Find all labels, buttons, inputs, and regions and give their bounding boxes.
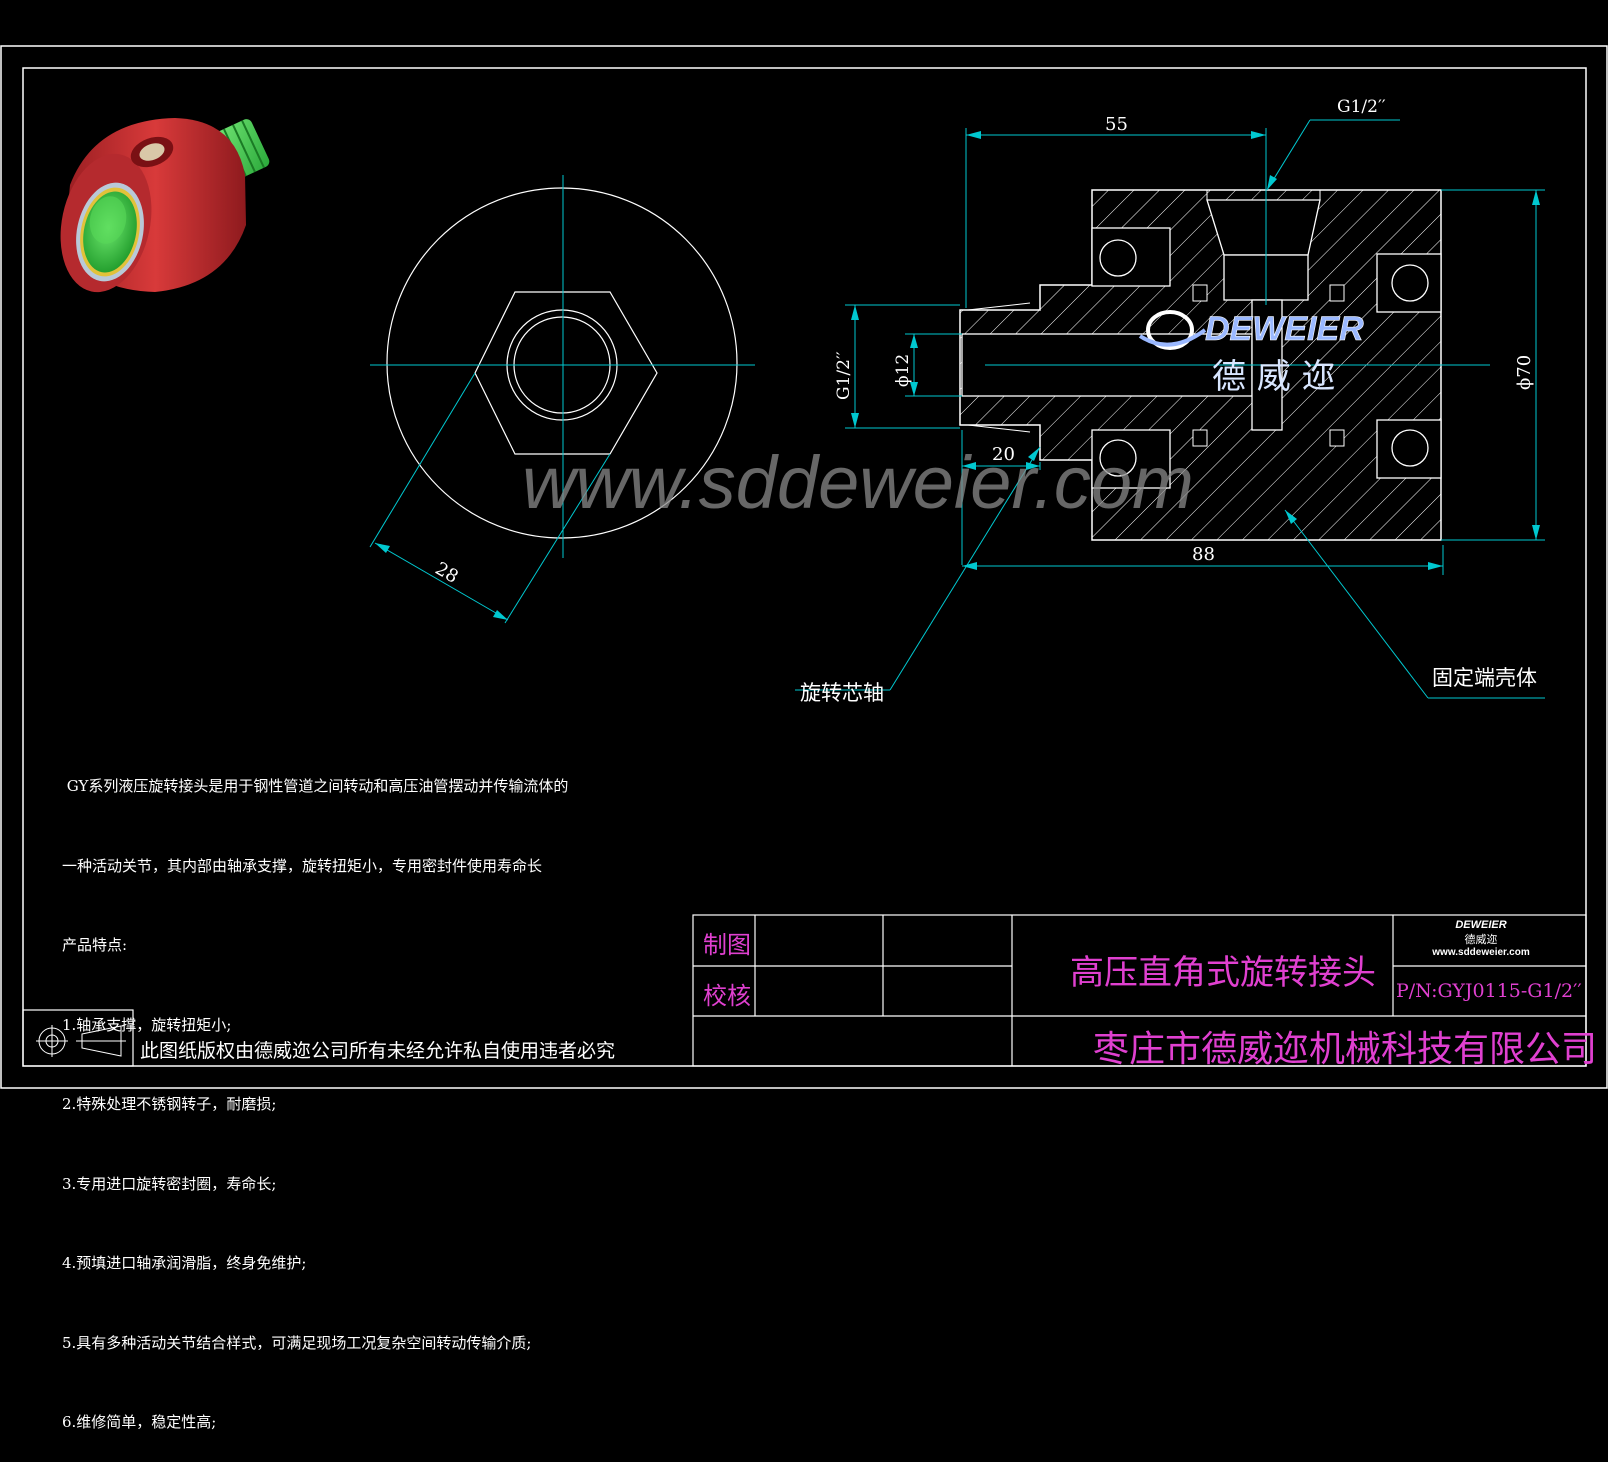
copyright-notice: 此图纸版权由德威迩公司所有未经允许私自使用违者必究 [140,1040,616,1062]
part-number: P/N:GYJ0115-G1/2′′ [1396,980,1582,1002]
checked-by-label: 校核 [703,982,751,1010]
dimension-labels: 55 G1/2′′ G1/2′′ ϕ12 20 88 ϕ70 28 旋转芯轴 固… [432,97,1538,705]
logo-swoosh-icon [1138,310,1207,350]
description-line: 产品特点: [62,936,128,954]
logo-brand-cn: 德威迩 [1464,933,1498,946]
description-line: 5.具有多种活动关节结合样式，可满足现场工况复杂空间转动传输介质; [62,1333,532,1352]
dim-20: 20 [992,444,1015,465]
cad-drawing: 55 G1/2′′ G1/2′′ ϕ12 20 88 ϕ70 28 旋转芯轴 固… [0,45,1608,1089]
company-name: 枣庄市德威迩机械科技有限公司 [1093,1029,1598,1070]
front-view [369,175,755,624]
title-block-logo: DEWEIER 德威迩 www.sddeweier.com [1393,919,1569,958]
description-line: GY系列液压旋转接头是用于钢性管道之间转动和高压油管摆动并传输流体的 [62,777,569,795]
logo-url: www.sddeweier.com [1432,947,1530,958]
watermark-logo: DEWEIER 德 威 迩 www.sddeweier.com [522,310,1364,524]
dim-g-left: G1/2′′ [834,351,854,400]
dim-55: 55 [1105,114,1128,135]
description-line: 6.维修简单，稳定性高; [62,1413,217,1431]
description-line: 一种活动关节，其内部由轴承支撑，旋转扭矩小，专用密封件使用寿命长 [62,856,543,875]
dim-88: 88 [1192,544,1215,565]
dim-phi12: ϕ12 [893,354,913,387]
dim-28: 28 [432,558,462,588]
watermark-brand: DEWEIER [1205,310,1364,348]
product-3d-render [60,118,270,293]
dim-g-top: G1/2′′ [1337,97,1386,117]
description-line: 1.轴承支撑，旋转扭矩小; [62,1015,232,1034]
product-name: 高压直角式旋转接头 [1070,953,1376,993]
product-description: GY系列液压旋转接头是用于钢性管道之间转动和高压油管摆动并传输流体的 一种活动关… [62,720,568,1462]
description-line: 3.专用进口旋转密封圈，寿命长; [62,1174,277,1193]
title-block [692,914,1587,1067]
callout-rotating-shaft: 旋转芯轴 [800,681,884,705]
description-line: 2.特殊处理不锈钢转子，耐磨损; [62,1095,277,1113]
logo-brand: DEWEIER [1455,919,1507,931]
description-line: 4.预填进口轴承润滑脂，终身免维护; [62,1254,307,1272]
section-view [795,119,1545,699]
projection-symbol [22,1009,134,1067]
drawn-by-label: 制图 [703,931,751,959]
watermark-url: www.sddeweier.com [522,441,1194,524]
watermark-brand-cn: 德 威 迩 [1212,357,1336,397]
callout-fixed-housing: 固定端壳体 [1432,666,1537,690]
dim-phi70: ϕ70 [1514,355,1535,390]
